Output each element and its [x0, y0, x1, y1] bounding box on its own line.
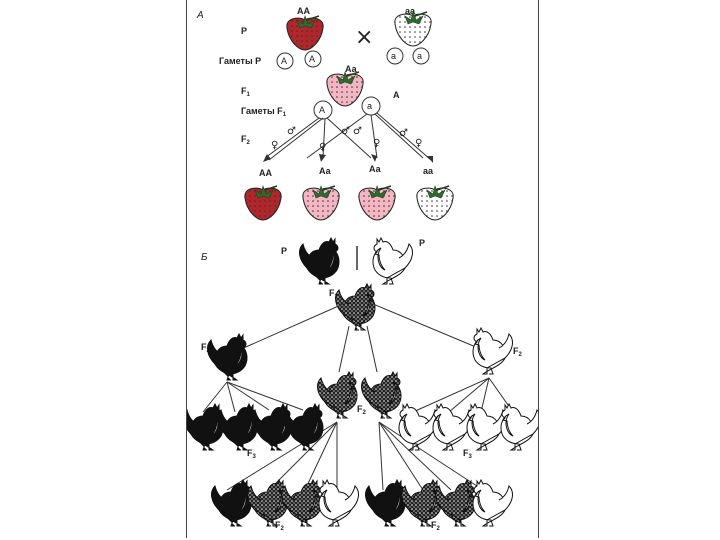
gametes-f1-label: Гаметы F1 — [241, 106, 287, 118]
f3-white-rooster-icon — [501, 404, 538, 450]
f2-speckled-rooster-icon — [318, 372, 357, 418]
bottom-white-rooster-icon — [473, 480, 512, 526]
svg-text:а: а — [417, 51, 422, 61]
f2-pink-strawberry-icon — [359, 186, 395, 220]
f2-center-label: F2 — [357, 404, 367, 416]
f1-side-label: А — [393, 90, 400, 100]
figure-panel: А P АА × аа Гаметы P А А а а Аа F1 А Гам… — [186, 0, 539, 538]
p-label: P — [241, 26, 247, 36]
parent-label-right: P — [419, 238, 425, 248]
white-rooster-icon — [373, 238, 412, 284]
f2-genotype-4: аа — [423, 166, 434, 176]
f3-black-rooster-icon — [284, 404, 323, 450]
f1-label: F1 — [241, 86, 251, 98]
male-symbol-2: ♂ — [341, 126, 350, 137]
svg-text:А: А — [309, 54, 315, 64]
f2-speckled-rooster-icon — [362, 372, 401, 418]
bottom-speckled-rooster-icon — [248, 480, 287, 526]
female-symbol-1: ♀ — [271, 140, 278, 151]
panel-b-label: Б — [201, 252, 208, 263]
cross-symbol: × — [355, 25, 373, 50]
bottom-label-right: F2 — [431, 520, 441, 532]
f3-label-left: F3 — [247, 448, 257, 460]
bottom-black-rooster-icon — [366, 480, 405, 526]
white-strawberry-icon — [395, 12, 431, 46]
f2-pink-strawberry-icon — [303, 186, 339, 220]
svg-text:А: А — [319, 105, 325, 115]
f1-gamete-dominant: А — [314, 101, 332, 119]
male-symbol-3: ♂ — [353, 126, 362, 137]
svg-text:а: а — [391, 51, 396, 61]
f3-black-rooster-icon — [187, 404, 223, 450]
female-symbol-3: ♀ — [373, 138, 380, 149]
svg-text:а: а — [367, 101, 372, 111]
f2-red-strawberry-icon — [245, 186, 281, 220]
f2-genotype-1: АА — [259, 168, 272, 178]
parent-dominant-genotype: АА — [297, 6, 310, 16]
gamete-circle-a1: А — [277, 53, 293, 69]
f1-gamete-recessive: а — [362, 97, 380, 115]
f3-black-rooster-icon — [252, 404, 291, 450]
f2-white-rooster-icon — [473, 328, 512, 374]
pink-strawberry-icon — [327, 72, 363, 106]
male-symbol-1: ♂ — [287, 126, 296, 137]
bottom-label-left: F2 — [275, 520, 285, 532]
b-lines — [203, 304, 513, 490]
black-rooster-icon — [300, 238, 339, 284]
f2-label: F2 — [241, 134, 251, 146]
bottom-speckled-rooster-icon — [282, 480, 321, 526]
gamete-circle-a4: а — [413, 48, 429, 64]
parent-label-left: P — [281, 246, 287, 256]
f2-genotype-3: Аа — [369, 164, 382, 174]
f2-white-strawberry-icon — [417, 186, 453, 220]
red-strawberry-icon — [287, 16, 323, 50]
gamete-circle-a3: а — [387, 48, 403, 64]
female-symbol-2: ♀ — [319, 142, 326, 153]
f2-genotype-2: Аа — [319, 166, 332, 176]
svg-text:А: А — [281, 56, 287, 66]
f2-label-right: F2 — [513, 346, 523, 358]
bottom-white-rooster-icon — [319, 480, 358, 526]
f2-black-rooster-icon — [208, 334, 247, 380]
f3-label-right: F3 — [463, 448, 473, 460]
gametes-p-label: Гаметы P — [219, 56, 261, 66]
panel-a-label: А — [196, 10, 204, 21]
bottom-speckled-rooster-icon — [436, 480, 475, 526]
male-symbol-4: ♂ — [399, 128, 408, 139]
speckled-rooster-icon — [336, 284, 375, 330]
f3-black-rooster-icon — [218, 404, 257, 450]
genetics-diagram: А P АА × аа Гаметы P А А а а Аа F1 А Гам… — [187, 0, 538, 538]
female-symbol-4: ♀ — [415, 138, 422, 149]
gamete-circle-a2: А — [305, 51, 321, 67]
